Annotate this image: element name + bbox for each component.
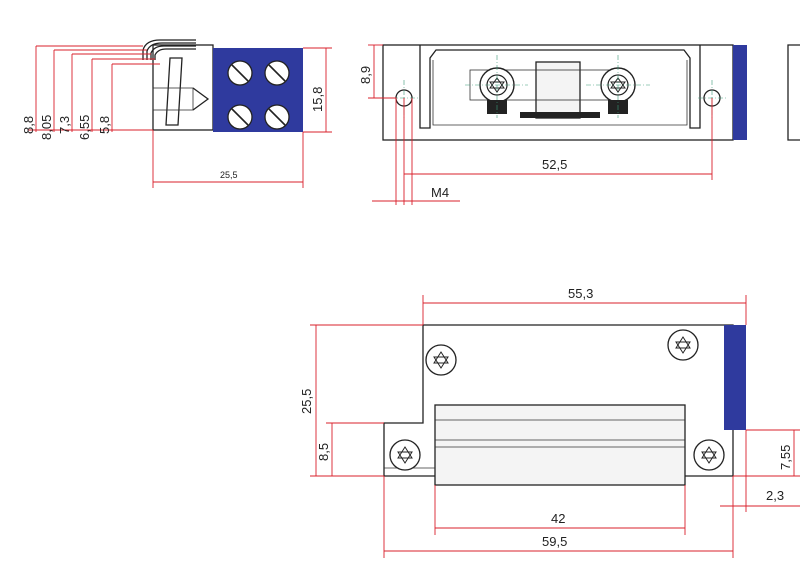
bottom-step-dim: 8,5 [316, 422, 384, 476]
front-height-dim: 8,9 [358, 44, 396, 99]
dim-7-3: 7,3 [57, 116, 72, 134]
dim-25-5-side: 25,5 [220, 170, 238, 180]
terminal-block [213, 48, 303, 132]
bottom-screw-tr [667, 329, 699, 361]
bottom-view: 55,3 25,5 8,5 42 59,5 [299, 286, 800, 558]
front-latch [535, 61, 581, 119]
front-thread-dim: M4 [372, 98, 460, 205]
dim-15-8: 15,8 [310, 87, 325, 112]
side-body [152, 44, 214, 131]
dim-59-5: 59,5 [542, 534, 567, 549]
dim-5-8: 5,8 [97, 116, 112, 134]
bottom-height-dim: 25,5 [299, 324, 423, 477]
dim-25-5-bottom: 25,5 [299, 389, 314, 414]
terminal-screws [227, 60, 290, 130]
bottom-latch [434, 404, 686, 486]
dim-2-3: 2,3 [766, 488, 784, 503]
front-view: 8,9 52,5 M4 [358, 44, 747, 205]
dim-6-55: 6,55 [77, 115, 92, 140]
spring-contact [142, 39, 196, 126]
front-spacing-dim: 52,5 [403, 98, 713, 205]
bottom-right-height-dim: 7,55 [733, 429, 800, 477]
bottom-blue-strip [724, 325, 746, 430]
dim-m4: M4 [431, 185, 449, 200]
partial-view-right [787, 44, 800, 141]
dim-8-5: 8,5 [316, 443, 331, 461]
dim-8-8: 8,8 [21, 116, 36, 134]
bottom-screw-bl [389, 439, 421, 471]
bottom-top-width-dim: 55,3 [422, 286, 747, 325]
side-right-dim: 15,8 [303, 47, 332, 133]
dim-52-5: 52,5 [542, 157, 567, 172]
bottom-latch-width-dim: 42 [434, 485, 686, 535]
front-blue-strip [733, 45, 747, 140]
dim-42: 42 [551, 511, 565, 526]
dim-8-05: 8,05 [39, 115, 54, 140]
bottom-total-width-dim: 59,5 [383, 476, 734, 558]
side-width-dim: 25,5 [152, 130, 304, 188]
bottom-screw-tl [425, 344, 457, 376]
dim-7-55: 7,55 [778, 445, 793, 470]
side-view: 8,8 8,05 7,3 6,55 5,8 15,8 25,5 [21, 39, 332, 188]
side-height-dims: 8,8 8,05 7,3 6,55 5,8 [21, 45, 160, 140]
dim-55-3: 55,3 [568, 286, 593, 301]
bottom-screw-br [693, 439, 725, 471]
bottom-offset-dim: 2,3 [720, 430, 800, 512]
dim-8-9: 8,9 [358, 66, 373, 84]
